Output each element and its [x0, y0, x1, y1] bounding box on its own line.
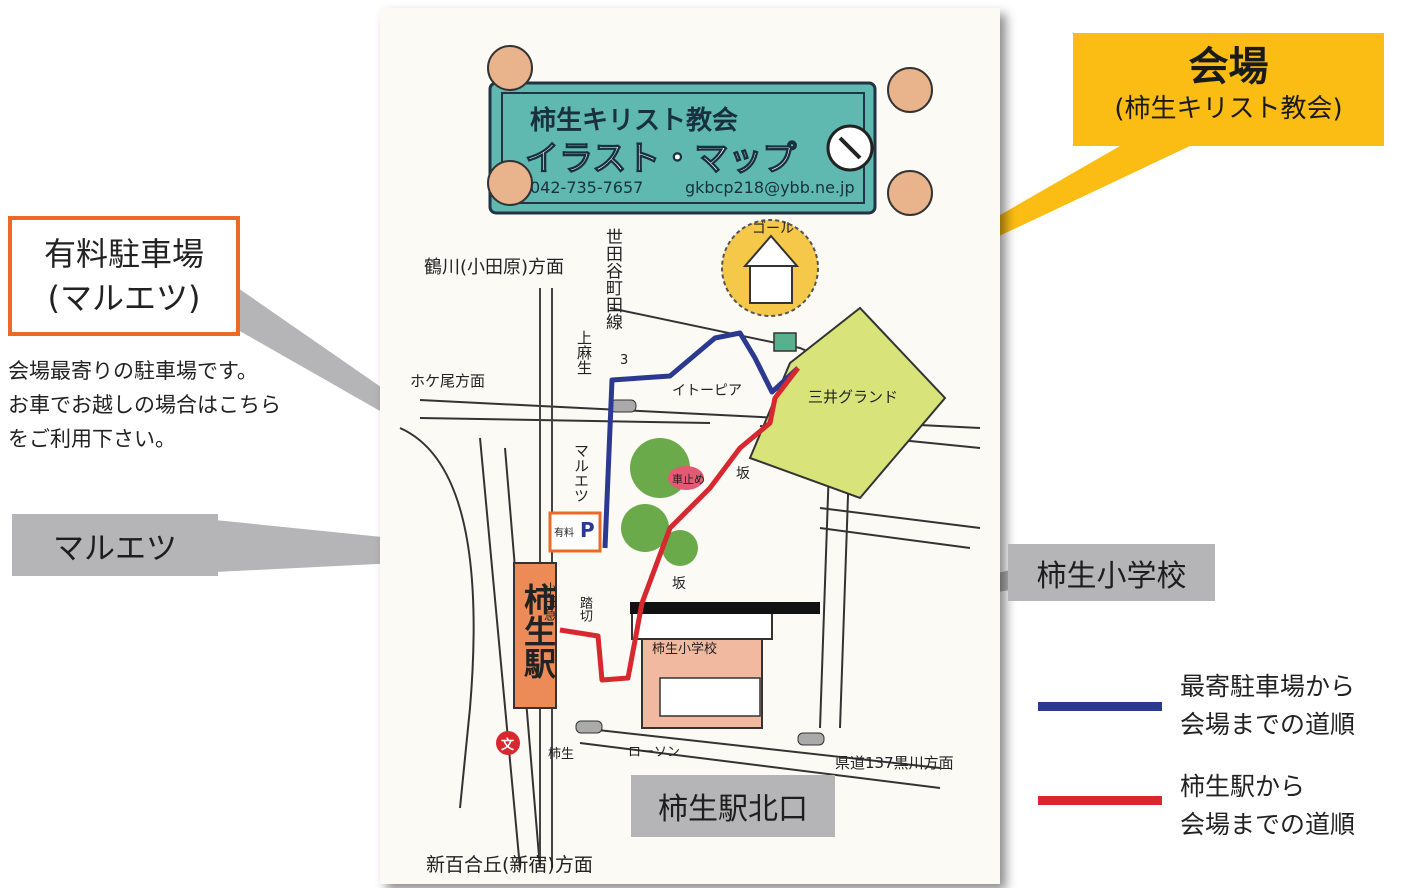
- label-route-number: 3: [620, 353, 629, 368]
- church-email: gkbcp218@ybb.ne.jp: [685, 178, 855, 197]
- red-route: [559, 366, 800, 683]
- parking-subtitle: (マルエツ): [47, 279, 201, 317]
- label-shinyurigaoka: 新百合丘(新宿)方面: [426, 854, 593, 876]
- label-kakio-sign: 柿生: [548, 747, 575, 762]
- label-lawson: ローソン: [628, 745, 681, 760]
- legend-red-text: 柿生駅から: [1180, 772, 1306, 801]
- legend-blue-label: 最寄駐車場から 会場までの道順: [1180, 668, 1355, 744]
- mitsui-ground: [748, 306, 947, 500]
- title-banner: [487, 45, 933, 216]
- legend-red-line: [1038, 796, 1162, 805]
- maruetsu-callout: マルエツ: [12, 514, 218, 576]
- label-crossing: 踏切: [577, 596, 592, 622]
- goal-label: ゴール: [752, 221, 794, 237]
- label-tsurukawa: 鶴川(小田原)方面: [424, 257, 565, 278]
- parking-note-line: お車でお越しの場合はこちら: [8, 393, 281, 417]
- label-kamiasao: 上麻生: [575, 330, 593, 375]
- label-station: 柿生駅: [519, 583, 557, 679]
- label-mitsui-ground: 三井グランド: [808, 388, 899, 406]
- legend-red-label: 柿生駅から 会場までの道順: [1180, 768, 1355, 844]
- label-maruetsu-vertical: マルエツ: [572, 443, 590, 503]
- legend-red-text: 会場までの道順: [1180, 810, 1356, 839]
- label-odakyu: 小田急: [541, 582, 556, 621]
- label-slope-1: 坂: [736, 466, 750, 482]
- church-name: 柿生キリスト教会: [530, 106, 739, 136]
- venue-subtitle: (柿生キリスト教会): [1114, 94, 1343, 124]
- church-phone: 042-735-7657: [530, 178, 644, 197]
- school-callout: 柿生小学校: [1008, 544, 1215, 601]
- bunkyo-mark: 文: [501, 738, 515, 753]
- label-stop: 車止め: [672, 473, 705, 486]
- map-subtitle: イラスト・マップ: [524, 138, 797, 179]
- parking-title: 有料駐車場: [43, 235, 204, 273]
- legend-blue-text: 会場までの道順: [1180, 710, 1356, 739]
- parking-note-line: 会場最寄りの駐車場です。: [8, 359, 258, 383]
- parking-mark-small: 有料: [554, 528, 574, 539]
- map-parking-box: [548, 511, 602, 553]
- illustrated-map: 柿生キリスト教会 イラスト・マップ 042-735-7657 gkbcp218@…: [380, 8, 1000, 884]
- parking-mark: P: [580, 518, 595, 542]
- station-north-callout: 柿生駅北口: [631, 775, 835, 837]
- blue-route: [602, 330, 800, 549]
- label-nagao: ホケ尾方面: [410, 372, 486, 390]
- label-slope-2: 坂: [672, 576, 686, 592]
- label-school: 柿生小学校: [652, 642, 718, 657]
- venue-callout: 会場 (柿生キリスト教会): [1073, 33, 1384, 146]
- goal-emblem: [721, 219, 819, 317]
- legend-blue-line: [1038, 702, 1162, 711]
- road-bottom: [579, 727, 941, 789]
- parking-note-line: をご利用下さい。: [8, 427, 176, 451]
- label-setagaya-line: 世田谷町田線: [602, 228, 622, 330]
- label-itopia: イトーピア: [672, 383, 742, 399]
- parking-note: 会場最寄りの駐車場です。 お車でお越しの場合はこちら をご利用下さい。: [8, 354, 368, 456]
- legend-blue-text: 最寄駐車場から: [1180, 672, 1356, 701]
- map-drawing: [399, 45, 981, 869]
- road-right-bottom: [819, 507, 981, 549]
- road-left-curve: [399, 427, 475, 809]
- parking-callout: 有料駐車場 (マルエツ): [8, 216, 240, 336]
- label-prefectural-road: 県道137黒川方面: [835, 754, 954, 772]
- venue-title: 会場: [1188, 44, 1269, 90]
